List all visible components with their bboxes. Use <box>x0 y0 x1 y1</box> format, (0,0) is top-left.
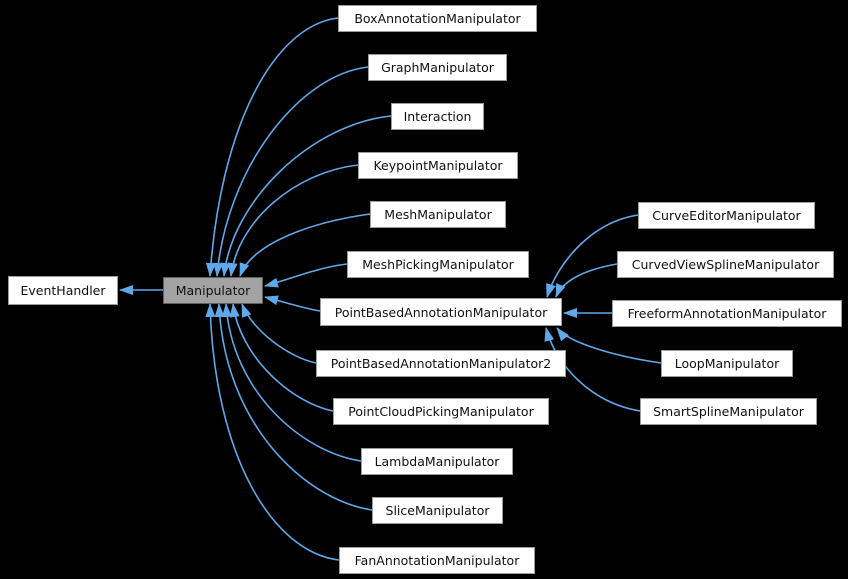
class-node-SliceManipulator[interactable]: SliceManipulator <box>372 497 503 524</box>
inheritance-edge-LoopManipulator-to-PointBasedAnnotationManipulator <box>556 327 662 364</box>
inheritance-edge-Interaction-to-Manipulator <box>220 115 392 277</box>
class-node-BoxAnnotationManipulator[interactable]: BoxAnnotationManipulator <box>338 5 537 32</box>
inheritance-edge-BoxAnnotationManipulator-to-Manipulator <box>205 17 339 277</box>
class-node-MeshPickingManipulator[interactable]: MeshPickingManipulator <box>347 251 529 278</box>
inheritance-edge-LambdaManipulator-to-Manipulator <box>221 303 362 462</box>
class-node-CurveEditorManipulator[interactable]: CurveEditorManipulator <box>638 202 815 229</box>
class-node-LoopManipulator[interactable]: LoopManipulator <box>661 350 793 377</box>
class-node-KeypointManipulator[interactable]: KeypointManipulator <box>358 152 518 179</box>
class-node-Manipulator: Manipulator <box>163 277 263 304</box>
class-node-Interaction[interactable]: Interaction <box>391 103 484 130</box>
inheritance-edge-PointBasedAnnotationManipulator2-to-Manipulator <box>241 303 317 364</box>
inheritance-edge-GraphManipulator-to-Manipulator <box>213 66 369 277</box>
class-node-PointCloudPickingManipulator[interactable]: PointCloudPickingManipulator <box>333 398 549 425</box>
class-node-SmartSplineManipulator[interactable]: SmartSplineManipulator <box>640 398 817 425</box>
inheritance-edge-FanAnnotationManipulator-to-Manipulator <box>205 303 340 561</box>
class-node-PointBasedAnnotationManipulator2[interactable]: PointBasedAnnotationManipulator2 <box>316 350 566 377</box>
class-node-PointBasedAnnotationManipulator[interactable]: PointBasedAnnotationManipulator <box>320 298 562 326</box>
inheritance-edge-CurvedViewSplineManipulator-to-PointBasedAnnotationManipulator <box>555 263 618 298</box>
inheritance-edge-SmartSplineManipulator-to-PointBasedAnnotationManipulator <box>544 327 641 412</box>
inheritance-edge-MeshPickingManipulator-to-Manipulator <box>264 263 348 288</box>
inheritance-edge-SliceManipulator-to-Manipulator <box>214 303 373 511</box>
class-node-EventHandler[interactable]: EventHandler <box>8 276 118 305</box>
class-node-FreeformAnnotationManipulator[interactable]: FreeformAnnotationManipulator <box>612 300 842 327</box>
class-node-GraphManipulator[interactable]: GraphManipulator <box>368 54 507 81</box>
class-node-LambdaManipulator[interactable]: LambdaManipulator <box>361 448 513 475</box>
inheritance-edge-KeypointManipulator-to-Manipulator <box>227 164 359 277</box>
inheritance-edge-MeshManipulator-to-Manipulator <box>239 213 371 277</box>
inheritance-edge-PointCloudPickingManipulator-to-Manipulator <box>229 303 334 412</box>
inheritance-edge-PointBasedAnnotationManipulator-to-Manipulator <box>264 295 321 312</box>
class-node-FanAnnotationManipulator[interactable]: FanAnnotationManipulator <box>339 547 535 574</box>
inheritance-edge-CurveEditorManipulator-to-PointBasedAnnotationManipulator <box>546 214 639 298</box>
class-node-CurvedViewSplineManipulator[interactable]: CurvedViewSplineManipulator <box>617 251 834 278</box>
class-node-MeshManipulator[interactable]: MeshManipulator <box>370 201 506 228</box>
